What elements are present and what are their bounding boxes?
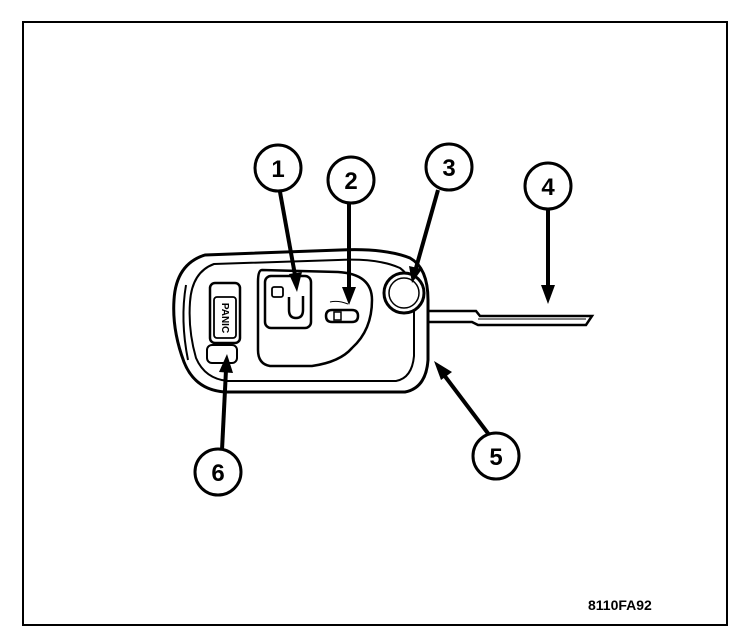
lock-button[interactable] bbox=[329, 300, 349, 305]
lock-icon bbox=[324, 308, 360, 324]
panic-button-label: PANIC bbox=[219, 303, 230, 333]
callout-4-number: 4 bbox=[541, 174, 555, 201]
key-release-button[interactable] bbox=[382, 271, 426, 315]
key-blade bbox=[422, 309, 595, 327]
callout-arrow-3 bbox=[409, 189, 440, 283]
callout-1-number: 1 bbox=[271, 156, 284, 183]
callout-6: 6 bbox=[193, 447, 243, 497]
callout-5: 5 bbox=[471, 431, 521, 481]
callout-4: 4 bbox=[523, 161, 573, 211]
callout-arrow-1 bbox=[278, 191, 302, 292]
callout-2-number: 2 bbox=[344, 168, 357, 195]
callout-3-number: 3 bbox=[442, 155, 455, 182]
panic-button-lower-recess bbox=[206, 344, 238, 364]
callout-6-number: 6 bbox=[211, 460, 224, 487]
callout-5-number: 5 bbox=[489, 444, 502, 471]
unlock-icon bbox=[271, 286, 305, 320]
callout-1: 1 bbox=[253, 143, 303, 193]
callout-arrow-2 bbox=[342, 203, 356, 305]
panic-button[interactable] bbox=[208, 281, 242, 345]
callout-2: 2 bbox=[326, 155, 376, 205]
callout-arrow-5 bbox=[434, 361, 492, 438]
figure-code: 8110FA92 bbox=[588, 597, 652, 613]
callout-arrow-4 bbox=[541, 209, 555, 304]
callout-arrow-6 bbox=[219, 354, 233, 451]
callout-3: 3 bbox=[424, 142, 474, 192]
